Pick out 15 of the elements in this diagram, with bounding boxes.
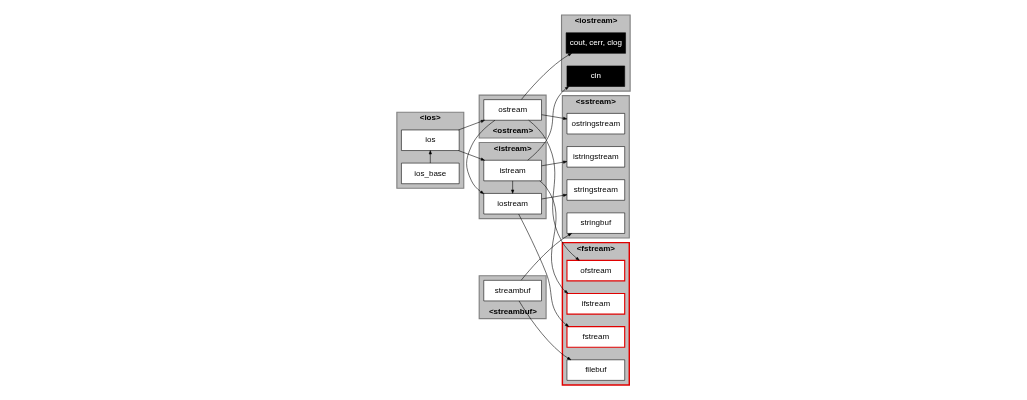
arrow (511, 180, 515, 194)
arrow (518, 213, 569, 327)
arrow (458, 150, 485, 161)
arrow (528, 119, 580, 261)
arrow (428, 150, 432, 164)
arrow (458, 119, 485, 131)
arrow (466, 119, 496, 195)
arrow (541, 114, 568, 120)
arrow (541, 193, 568, 200)
arrow (521, 53, 572, 100)
arrow (520, 233, 572, 281)
arrow (539, 180, 569, 294)
arrow (541, 160, 568, 167)
arrow (527, 86, 569, 161)
arrow (518, 300, 572, 361)
